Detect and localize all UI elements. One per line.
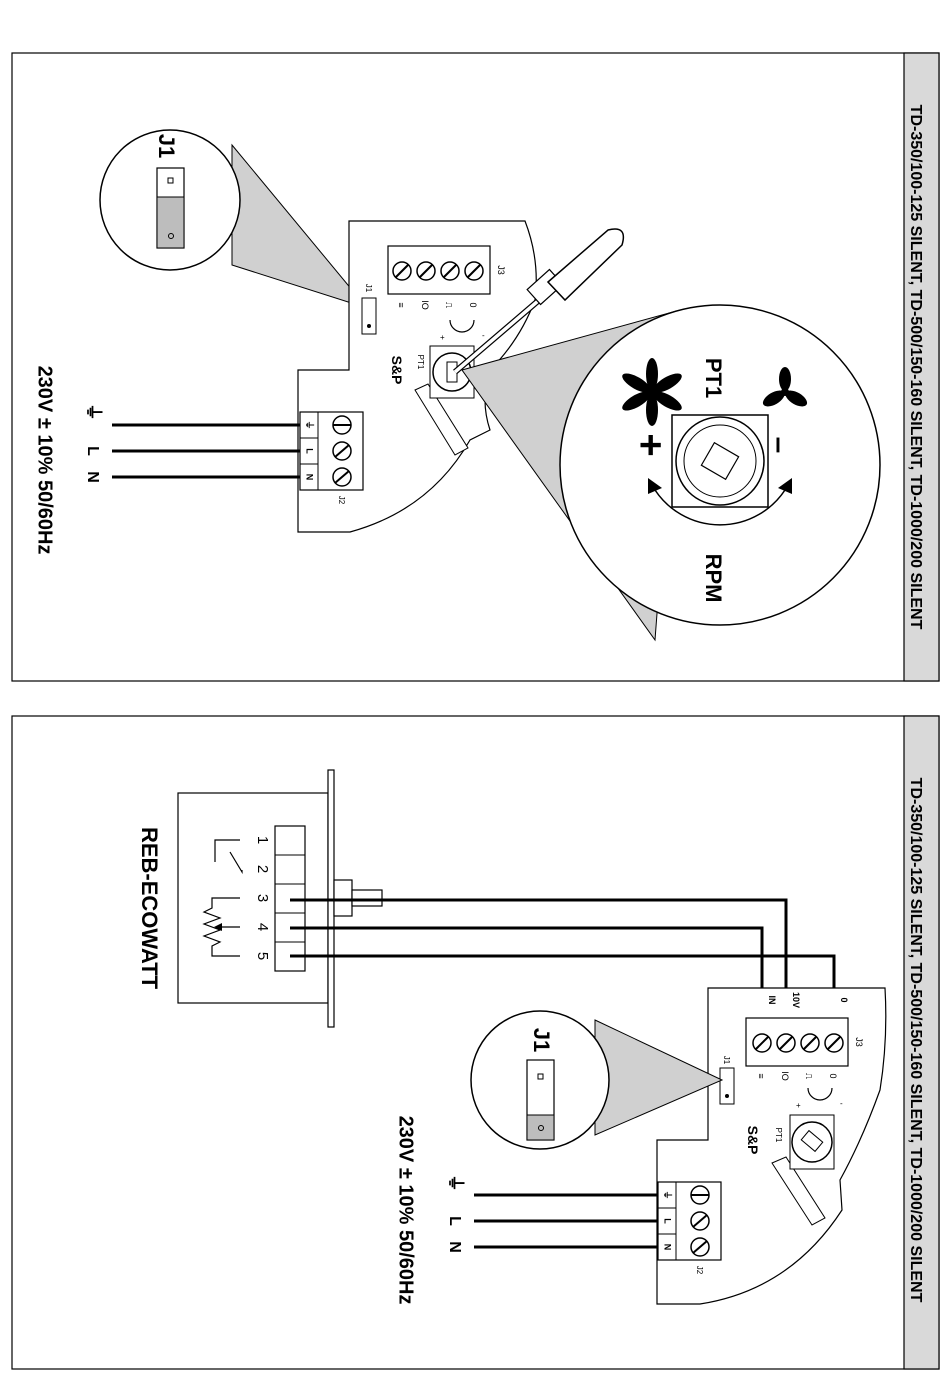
- jumper-j1-board-bottom: [719, 1067, 735, 1105]
- j3-screws: [392, 261, 484, 281]
- pt1-plus-bottom: +: [796, 1101, 801, 1110]
- j2-screws-bottom: [690, 1185, 710, 1257]
- fan-fast-icon: [622, 358, 682, 426]
- j3-top-pin-in: IN: [767, 996, 777, 1005]
- controller-name: REB-ECOWATT: [137, 827, 162, 990]
- pt1-zoom-label: PT1: [701, 358, 726, 398]
- j2-pin-1: ⏚: [305, 420, 315, 429]
- controller-pot-symbol: [202, 897, 240, 957]
- pt1-plus: +: [440, 333, 445, 342]
- j2-label: J2: [337, 496, 346, 505]
- j3-pin-1: ≡: [396, 302, 406, 307]
- jumper-j1-board: [361, 297, 377, 335]
- pt1-board-label-bottom: PT1: [774, 1128, 783, 1143]
- pt1-minus: -: [482, 331, 485, 340]
- controller-shaft-collar: [333, 879, 353, 917]
- supply-voltage-label: 230V ± 10% 50/60Hz: [34, 366, 56, 555]
- pcb-slot-bottom: [771, 1156, 826, 1226]
- rpm-label: RPM: [701, 554, 726, 603]
- pcb-slot: [414, 383, 469, 456]
- screwdriver: [453, 228, 625, 375]
- terminal-j2-bottom: [657, 1181, 722, 1261]
- jumper-pin-square-bottom: [537, 1073, 544, 1080]
- fan-slow-icon: [762, 367, 808, 407]
- j3-pin-2: IO: [420, 300, 430, 310]
- supply-terminal-earth: ⏚: [83, 403, 103, 421]
- pt1-zoom-slot: [700, 441, 740, 481]
- rpm-arrow-minus: [778, 478, 792, 494]
- jumper-cap: [156, 196, 185, 249]
- jumper-pin-round: [168, 233, 174, 239]
- pt1-board-label: PT1: [416, 355, 425, 370]
- supply-terminal-neutral: N: [84, 471, 101, 483]
- jumper-pin-round-bottom: [538, 1125, 544, 1131]
- j3-pin-4: 0: [468, 302, 478, 307]
- pt1-minus-bottom: -: [840, 1099, 843, 1108]
- j3-pin-3-bottom: ⎍: [804, 1073, 814, 1080]
- panel-bottom-title-bar: [903, 715, 940, 1370]
- panel-bottom: TD-350/100-125 SILENT, TD-500/150-160 SI…: [11, 715, 940, 1370]
- j3-top-pin-0: 0: [839, 997, 849, 1002]
- j1-board-label: J1: [364, 284, 373, 293]
- panel-top: TD-350/100-125 SILENT, TD-500/150-160 SI…: [11, 52, 940, 682]
- j3-top-pin-10v: 10V: [791, 992, 801, 1008]
- controller-terminal-1: 1: [254, 836, 271, 844]
- jumper-pin-square: [167, 177, 174, 184]
- pt1-zoom-minus: –: [763, 437, 796, 454]
- controller-terminal-3: 3: [254, 894, 271, 902]
- j2-screws: [332, 415, 352, 487]
- j2-pin-2: L: [305, 448, 315, 454]
- pt1-zoom-plus: +: [628, 433, 672, 456]
- controller-terminal-5: 5: [254, 952, 271, 960]
- brand-logo: S&P: [389, 356, 405, 385]
- controller-knob-shaft: [351, 889, 383, 907]
- rpm-arc: [654, 489, 786, 526]
- pt1-arc: [449, 319, 475, 333]
- supply-voltage-label-bottom: 230V ± 10% 50/60Hz: [395, 1116, 417, 1305]
- j3-pin-4-bottom: 0: [828, 1073, 838, 1078]
- jumper-zoom-label: J1: [154, 134, 179, 158]
- j2-label-bottom: J2: [695, 1266, 704, 1275]
- j3-pin-1-bottom: ≡: [756, 1073, 766, 1078]
- pt1-arc-bottom: [807, 1087, 833, 1101]
- j2-pin-3: N: [305, 474, 315, 481]
- j2-pin-2-bottom: L: [663, 1218, 673, 1224]
- panel-top-title-bar: [903, 52, 940, 682]
- controller-terminal-4: 4: [254, 923, 271, 931]
- jumper-cap-bottom: [526, 1114, 555, 1141]
- wire-control-3-10v: [290, 898, 788, 1018]
- jumper-j1-dot: [367, 324, 371, 328]
- controller-wiper-arrow: [214, 923, 222, 931]
- terminal-j2: [299, 411, 364, 491]
- supply-terminal-earth-bottom: ⏚: [445, 1174, 465, 1192]
- j3-pin-3: ⎍: [444, 302, 454, 309]
- supply-terminal-live-bottom: L: [446, 1216, 463, 1226]
- rpm-arrow-plus: [648, 478, 662, 494]
- jumper-zoom-label-bottom: J1: [529, 1028, 554, 1052]
- supply-terminal-live: L: [84, 446, 101, 456]
- controller-terminal-2: 2: [254, 865, 271, 873]
- controller-switch-symbol: [214, 839, 243, 875]
- jumper-j1-dot-bottom: [725, 1094, 729, 1098]
- panel-bottom-title: TD-350/100-125 SILENT, TD-500/150-160 SI…: [907, 778, 924, 1303]
- j3-pin-2-bottom: IO: [780, 1071, 790, 1081]
- panel-top-title: TD-350/100-125 SILENT, TD-500/150-160 SI…: [907, 105, 924, 630]
- pt1-slot-bottom: [800, 1129, 824, 1153]
- j1-board-label-bottom: J1: [722, 1056, 731, 1065]
- j2-pin-3-bottom: N: [663, 1244, 673, 1251]
- brand-logo-bottom: S&P: [745, 1126, 761, 1155]
- j3-screws-bottom: [752, 1033, 844, 1053]
- supply-terminal-neutral-bottom: N: [446, 1241, 463, 1253]
- j2-pin-1-bottom: ⏚: [663, 1190, 673, 1199]
- j3-label-bottom: J3: [854, 1037, 864, 1047]
- j3-label: J3: [496, 265, 506, 275]
